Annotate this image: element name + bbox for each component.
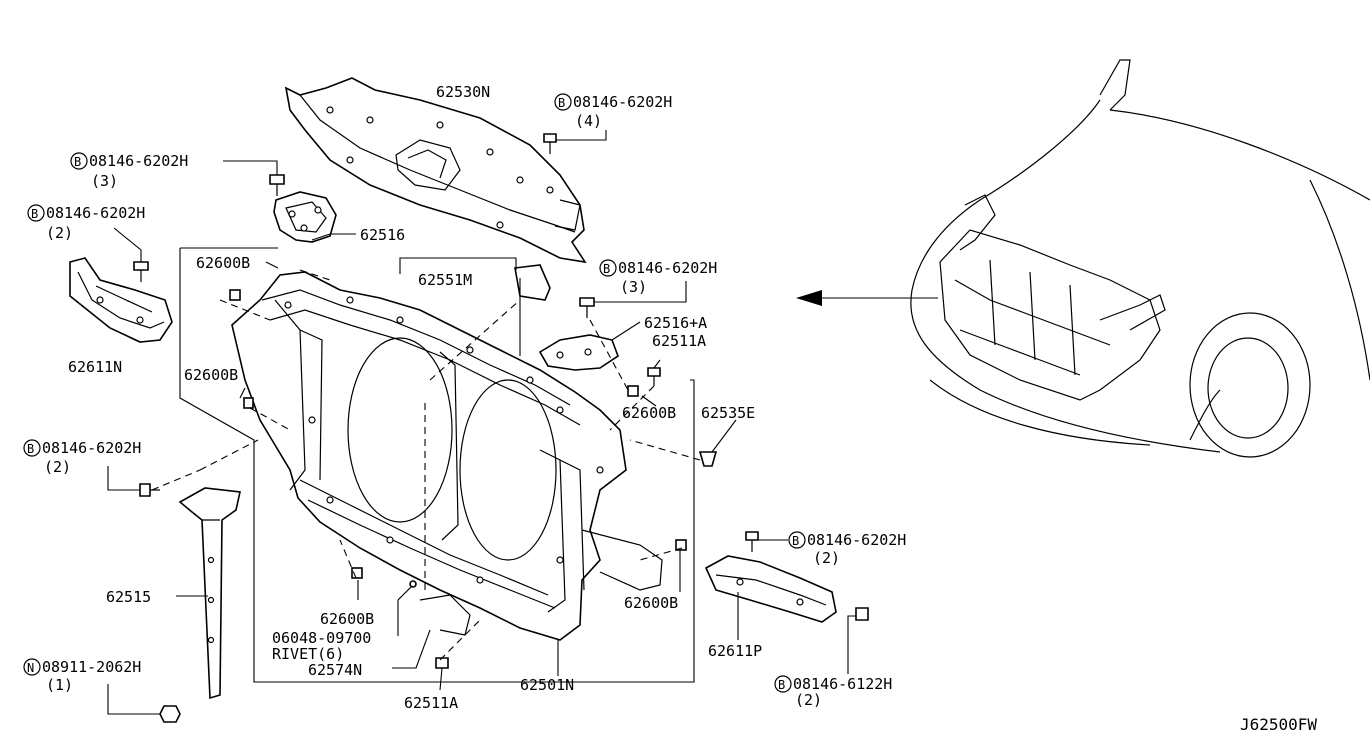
label-62511a-bottom: 62511A: [404, 694, 458, 712]
label-62551m: 62551M: [418, 271, 472, 289]
label-62501n: 62501N: [520, 676, 574, 694]
label-62611n: 62611N: [68, 358, 122, 376]
prefix-b-icon: B: [558, 96, 565, 110]
label-62600b-5: 62600B: [320, 610, 374, 628]
label-62600b-1: 62600B: [196, 254, 250, 272]
qty-bolt-lower-left: (2): [44, 458, 71, 476]
vehicle-inset: [796, 59, 1370, 458]
label-rivet: RIVET(6): [272, 645, 344, 663]
qty-bolt-top-mid: (4): [575, 112, 602, 130]
prefix-n-icon: N: [27, 661, 34, 675]
label-bolt-top-left: 08146-6202H: [89, 152, 188, 170]
label-62611p: 62611P: [708, 642, 762, 660]
label-62574n: 62574N: [308, 661, 362, 679]
fasteners: [133, 133, 869, 723]
bracket-62611n-part: [69, 257, 173, 343]
diagram-code: J62500FW: [1240, 715, 1317, 734]
prefix-b-icon: B: [778, 678, 785, 692]
label-bolt-lower-left: 08146-6202H: [42, 439, 141, 457]
qty-bolt-right-bottom: (2): [813, 549, 840, 567]
qty-bolt-small: (2): [795, 691, 822, 709]
part-labels: 62530N B 08146-6202H (4) B 08146-6202H (…: [23, 83, 1317, 734]
label-nut: 08911-2062H: [42, 658, 141, 676]
label-bolt-small: 08146-6122H: [793, 675, 892, 693]
bracket-62611p-part: [704, 555, 837, 623]
radiator-core-support-part: [231, 271, 663, 641]
qty-nut: (1): [46, 676, 73, 694]
bracket-62516-part: [273, 191, 337, 243]
qty-bolt-right-top: (3): [620, 278, 647, 296]
label-06048-09700: 06048-09700: [272, 629, 371, 647]
label-62530n: 62530N: [436, 83, 490, 101]
label-bolt-right-bottom: 08146-6202H: [807, 531, 906, 549]
label-62515: 62515: [106, 588, 151, 606]
qty-bolt-top-left: (3): [91, 172, 118, 190]
label-62600b-2: 62600B: [184, 366, 238, 384]
insulator-62551m-part: [514, 264, 551, 301]
qty-bolt-left: (2): [46, 224, 73, 242]
prefix-b-icon: B: [27, 442, 34, 456]
label-62535e: 62535E: [701, 404, 755, 422]
bracket-62516a-part: [538, 334, 619, 371]
label-62600b-3: 62600B: [622, 404, 676, 422]
upper-cover-part: [284, 77, 587, 264]
stay-62515-part: [178, 487, 241, 700]
prefix-b-icon: B: [74, 155, 81, 169]
prefix-b-icon: B: [31, 207, 38, 221]
label-62600b-6: 62600B: [624, 594, 678, 612]
label-bolt-top-mid: 08146-6202H: [573, 93, 672, 111]
assembly-outline: [151, 247, 701, 683]
prefix-b-icon: B: [603, 262, 610, 276]
label-bolt-left: 08146-6202H: [46, 204, 145, 222]
prefix-b-icon: B: [792, 534, 799, 548]
leader-lines: [107, 130, 856, 715]
label-62516a: 62516+A: [644, 314, 707, 332]
label-62511a-top: 62511A: [652, 332, 706, 350]
label-bolt-right-top: 08146-6202H: [618, 259, 717, 277]
label-62516: 62516: [360, 226, 405, 244]
